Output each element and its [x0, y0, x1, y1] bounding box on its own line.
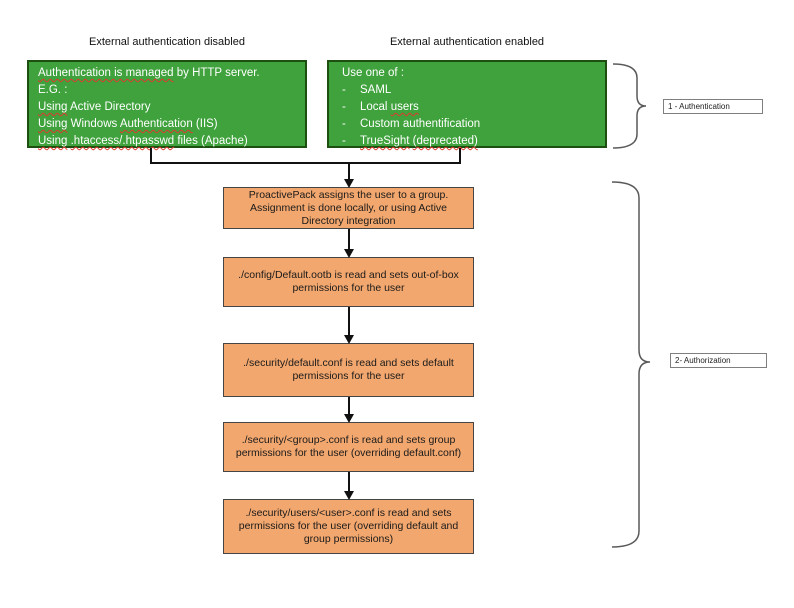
auth-disabled-line: Using .htaccess/.htpasswd files (Apache) — [38, 135, 248, 147]
step-group-conf: ./security/<group>.conf is read and sets… — [223, 422, 474, 472]
step-user-conf: ./security/users/<user>.conf is read and… — [223, 499, 474, 554]
auth-enabled-line: -SAML — [342, 84, 392, 96]
step-default-ootb: ./config/Default.ootb is read and sets o… — [223, 257, 474, 307]
auth-enabled-line: -Local users — [342, 101, 419, 113]
green-to-flow-connector — [150, 148, 461, 164]
authentication-bracket — [612, 63, 647, 149]
authentication-label: 1 - Authentication — [663, 99, 763, 114]
authorization-bracket — [611, 181, 651, 548]
step-default-conf: ./security/default.conf is read and sets… — [223, 343, 474, 397]
step-group-assignment: ProactivePack assigns the user to a grou… — [223, 187, 474, 229]
header-auth-enabled: External authentication enabled — [389, 36, 545, 48]
auth-disabled-line: E.G. : — [38, 84, 68, 96]
auth-enabled-line: -TrueSight (deprecated) — [342, 135, 478, 147]
auth-enabled-line: -Custom authentification — [342, 118, 481, 130]
auth-disabled-line: Using Active Directory — [38, 101, 151, 113]
auth-disabled-line: Authentication is managed by HTTP server… — [38, 67, 260, 79]
auth-disabled-box: Authentication is managed by HTTP server… — [27, 60, 307, 148]
auth-enabled-box: Use one of : -SAML -Local users -Custom … — [327, 60, 607, 148]
auth-disabled-line: Using Windows Authentication (IIS) — [38, 118, 218, 130]
authorization-label: 2- Authorization — [670, 353, 767, 368]
auth-enabled-line: Use one of : — [342, 67, 405, 79]
header-auth-disabled: External authentication disabled — [89, 36, 245, 48]
